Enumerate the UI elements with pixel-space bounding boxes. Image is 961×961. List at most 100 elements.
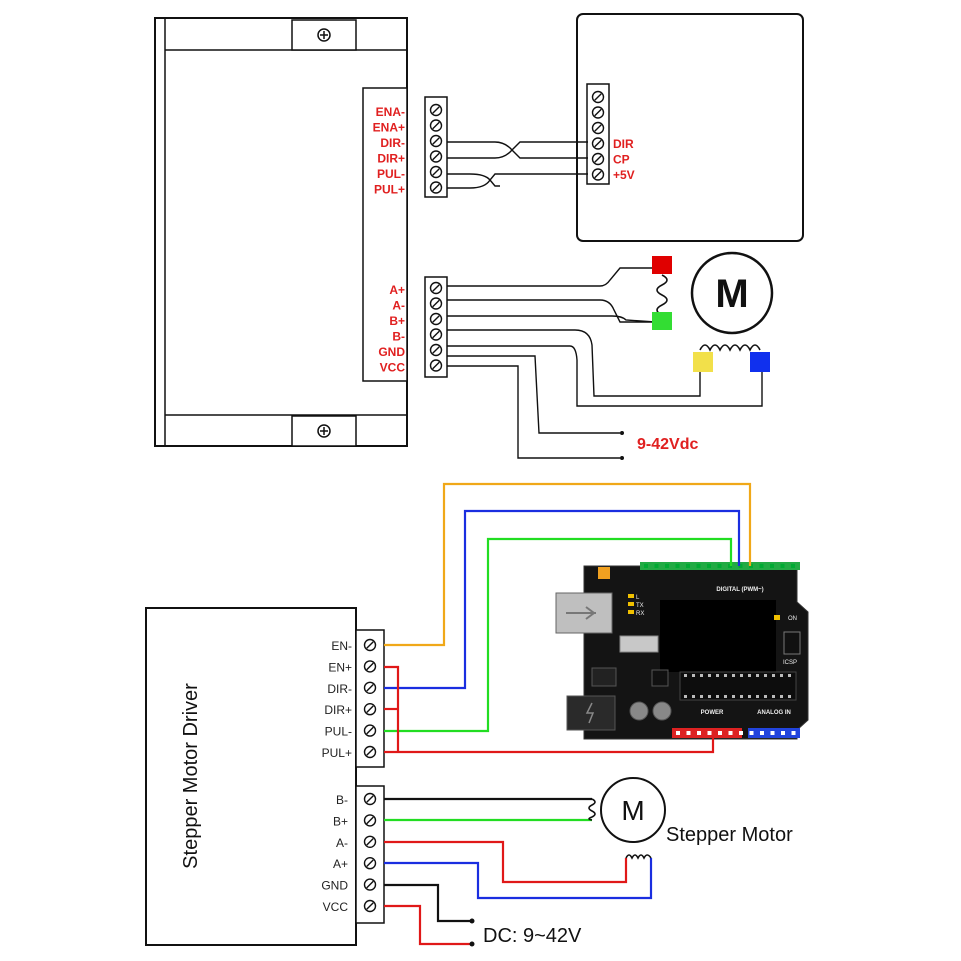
chip-pin [724, 674, 727, 677]
terminal-screw-icon [591, 152, 605, 166]
bottom-motor-letter: M [621, 795, 644, 826]
terminal-screw-icon [591, 168, 605, 181]
terminal-screw-icon [363, 814, 377, 827]
terminal-screw-icon [363, 681, 377, 694]
chip-pin [700, 674, 703, 677]
terminal-screw-icon [429, 119, 443, 132]
bottom-control-terminal-label: EN- [331, 639, 352, 653]
terminal-screw-icon [591, 106, 605, 119]
terminal-screw-icon [429, 328, 443, 341]
header-pin [738, 564, 743, 568]
header-pin [770, 731, 775, 735]
header-pin [665, 564, 669, 568]
chip-pin [740, 695, 743, 698]
header-pin [686, 564, 690, 568]
on-label: ON [788, 616, 797, 622]
analog-header-label: ANALOG IN [757, 710, 791, 716]
supply-terminal-icon [469, 918, 475, 947]
screw-icon [317, 28, 331, 42]
terminal-screw-icon [429, 181, 443, 194]
chip-pin [772, 674, 775, 677]
top-control-terminal-label: ENA+ [373, 121, 405, 135]
top-control-wires [447, 141, 588, 189]
bottom-control-terminal-label: DIR- [327, 682, 352, 696]
terminal-screw-icon [363, 724, 377, 737]
bottom-control-terminal-label: DIR+ [324, 703, 352, 717]
top-control-terminal-label: DIR+ [377, 152, 405, 166]
chip-pin [764, 674, 767, 677]
terminal-screw-icon [429, 312, 443, 326]
coil-icon [656, 274, 761, 352]
bottom-control-terminal-label: PUL+ [322, 746, 352, 760]
top-control-terminal-label: ENA- [376, 105, 405, 119]
bottom-power-terminal-label: A+ [333, 857, 348, 871]
header-pin [686, 731, 691, 735]
header-pin [654, 564, 659, 568]
terminal-screw-icon [429, 103, 443, 117]
usb-icon [566, 606, 596, 620]
terminal-screw-icon [591, 137, 605, 150]
top-power-terminal-label: B- [392, 330, 405, 344]
regulator [591, 667, 617, 687]
chip-pin [684, 674, 687, 677]
terminal-screw-icon [363, 660, 377, 673]
status-led [628, 602, 634, 606]
chip-pin [772, 695, 775, 698]
header-pin [675, 564, 680, 568]
top-supply-label: 9-42Vdc [637, 436, 698, 453]
bottom-power-terminal-label: B+ [333, 814, 348, 828]
terminal-screw-icon [591, 90, 605, 104]
bottom-supply-label: DC: 9~42V [483, 925, 582, 947]
bottom-control-wires [384, 482, 752, 754]
chip-pin [684, 695, 687, 698]
crystal [619, 635, 659, 653]
chip-pin [788, 674, 791, 677]
coil-terminal-yellow [693, 352, 713, 372]
atmega-chip [679, 671, 797, 701]
top-power-terminal-label: B+ [389, 314, 405, 328]
header-pin [770, 564, 774, 568]
header-pin [791, 564, 795, 568]
icsp-header [783, 631, 801, 655]
terminal-screw-icon [363, 792, 377, 806]
chip-pin [692, 674, 695, 677]
status-led [628, 594, 634, 598]
capacitor-1 [629, 701, 649, 721]
controller-terminal-label: DIR [613, 137, 634, 151]
coil-terminal-blue [750, 352, 770, 372]
chip-pin [732, 695, 735, 698]
terminal-screw-icon [363, 745, 377, 759]
terminal-screw-icon [429, 343, 443, 357]
top-motor: M [690, 251, 774, 335]
header-pin [739, 731, 743, 735]
led-label: RX [636, 611, 644, 617]
screw-icon [317, 424, 331, 438]
header-pin [791, 731, 796, 735]
bottom-power-terminal-label: VCC [323, 900, 349, 914]
led-label: L [636, 595, 640, 601]
chip-pin [756, 695, 759, 698]
bottom-power-terminal-label: GND [321, 879, 348, 893]
header-pin [696, 564, 701, 568]
terminal-screw-icon [429, 297, 443, 310]
on-led [774, 615, 780, 620]
icsp-label: ICSP [783, 660, 797, 666]
controller-terminal-label: CP [613, 153, 630, 167]
top-control-terminal-label: PUL+ [374, 183, 405, 197]
header-pin [780, 564, 785, 568]
reset-button [598, 567, 610, 579]
header-pin [728, 731, 733, 735]
header-pin [759, 564, 764, 568]
top-power-terminal-label: VCC [380, 361, 406, 375]
bottom-control-terminal-block [355, 629, 385, 768]
header-pin [707, 731, 712, 735]
coil-terminal-red [652, 256, 672, 274]
terminal-screw-icon [591, 121, 605, 135]
power-header-label: POWER [701, 710, 724, 716]
status-led [628, 610, 634, 614]
bottom-power-terminal-label: A- [336, 836, 348, 850]
top-motor-wires [447, 267, 763, 459]
